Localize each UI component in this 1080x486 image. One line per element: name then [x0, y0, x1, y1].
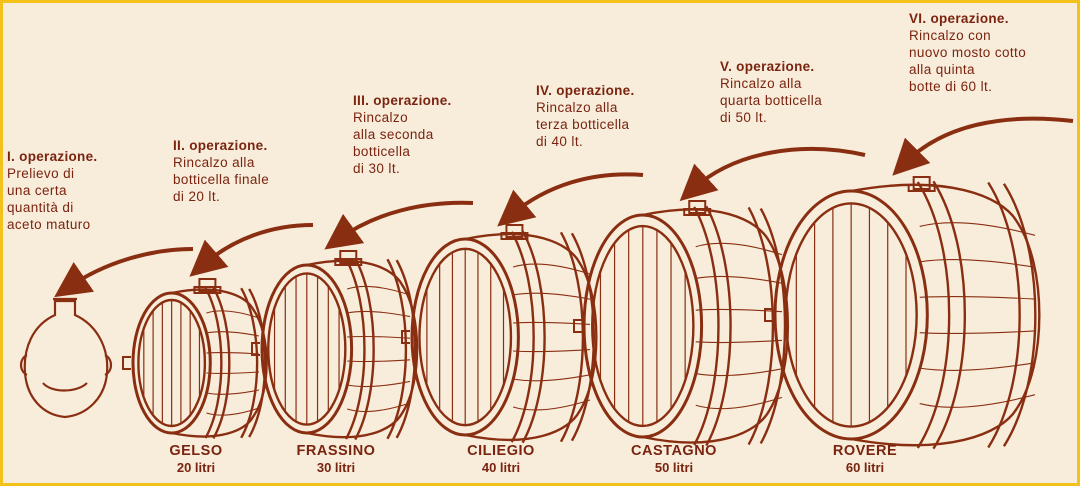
barrel-4-label: CASTAGNO 50 litri: [614, 443, 734, 475]
arrow-to-barrel-1: [189, 223, 314, 277]
flask-icon: [19, 297, 113, 419]
operation-5-text: Rincalzo alla quarta botticella di 50 lt…: [720, 76, 823, 125]
barrel-5-capacity: 60 litri: [845, 460, 885, 475]
barrel-4-drawing: [573, 200, 790, 447]
barrel-3-label: CILIEGIO 40 litri: [441, 443, 561, 475]
operation-1: I. operazione. Prelievo di una certa qua…: [7, 148, 97, 233]
operation-3-title: III. operazione.: [353, 93, 452, 108]
arrow-to-barrel-2: [324, 200, 474, 250]
operation-6-title: VI. operazione.: [909, 11, 1009, 26]
operation-5-title: V. operazione.: [720, 59, 815, 74]
operation-2-text: Rincalzo alla botticella finale di 20 lt…: [173, 155, 270, 204]
arrow-to-barrel-4: [679, 146, 866, 202]
barrel-2-drawing: [251, 250, 419, 441]
operation-4-text: Rincalzo alla terza botticella di 40 lt.: [536, 100, 630, 149]
barrel-1-capacity: 20 litri: [176, 460, 216, 475]
transfer-arrows: [54, 116, 1074, 298]
barrel-3-capacity: 40 litri: [481, 460, 521, 475]
arrow-to-flask: [54, 247, 194, 298]
operation-3-text: Rincalzo alla seconda botticella di 30 l…: [353, 110, 434, 176]
barrel-2-capacity: 30 litri: [316, 460, 356, 475]
barrel-2-wood: FRASSINO: [296, 443, 376, 459]
arrow-to-barrel-3: [497, 172, 644, 227]
barrel-3-wood: CILIEGIO: [467, 443, 535, 459]
operation-4-title: IV. operazione.: [536, 83, 635, 98]
barrel-1-label: GELSO 20 litri: [136, 443, 256, 475]
operation-6-text: Rincalzo con nuovo mosto cotto alla quin…: [909, 28, 1027, 94]
barrel-5-wood: ROVERE: [832, 443, 898, 459]
operation-3: III. operazione. Rincalzo alla seconda b…: [353, 92, 452, 177]
barrel-diagram: [19, 116, 1074, 450]
barrel-2-label: FRASSINO 30 litri: [276, 443, 396, 475]
barrel-3-drawing: [401, 224, 598, 444]
barrel-1-wood: GELSO: [169, 443, 223, 459]
barrel-5-drawing: [764, 176, 1041, 450]
operation-5: V. operazione. Rincalzo alla quarta bott…: [720, 58, 822, 126]
operation-1-text: Prelievo di una certa quantità di aceto …: [7, 166, 91, 232]
operation-4: IV. operazione. Rincalzo alla terza bott…: [536, 82, 635, 150]
arrow-to-barrel-5: [892, 116, 1074, 176]
operation-6: VI. operazione. Rincalzo con nuovo mosto…: [909, 10, 1026, 95]
operation-2-title: II. operazione.: [173, 138, 268, 153]
operation-1-title: I. operazione.: [7, 149, 98, 164]
operation-2: II. operazione. Rincalzo alla botticella…: [173, 137, 269, 205]
barrel-5-label: ROVERE 60 litri: [805, 443, 925, 475]
barrel-1-drawing: [122, 278, 268, 440]
barrel-4-capacity: 50 litri: [654, 460, 694, 475]
barrel-4-wood: CASTAGNO: [631, 443, 717, 459]
